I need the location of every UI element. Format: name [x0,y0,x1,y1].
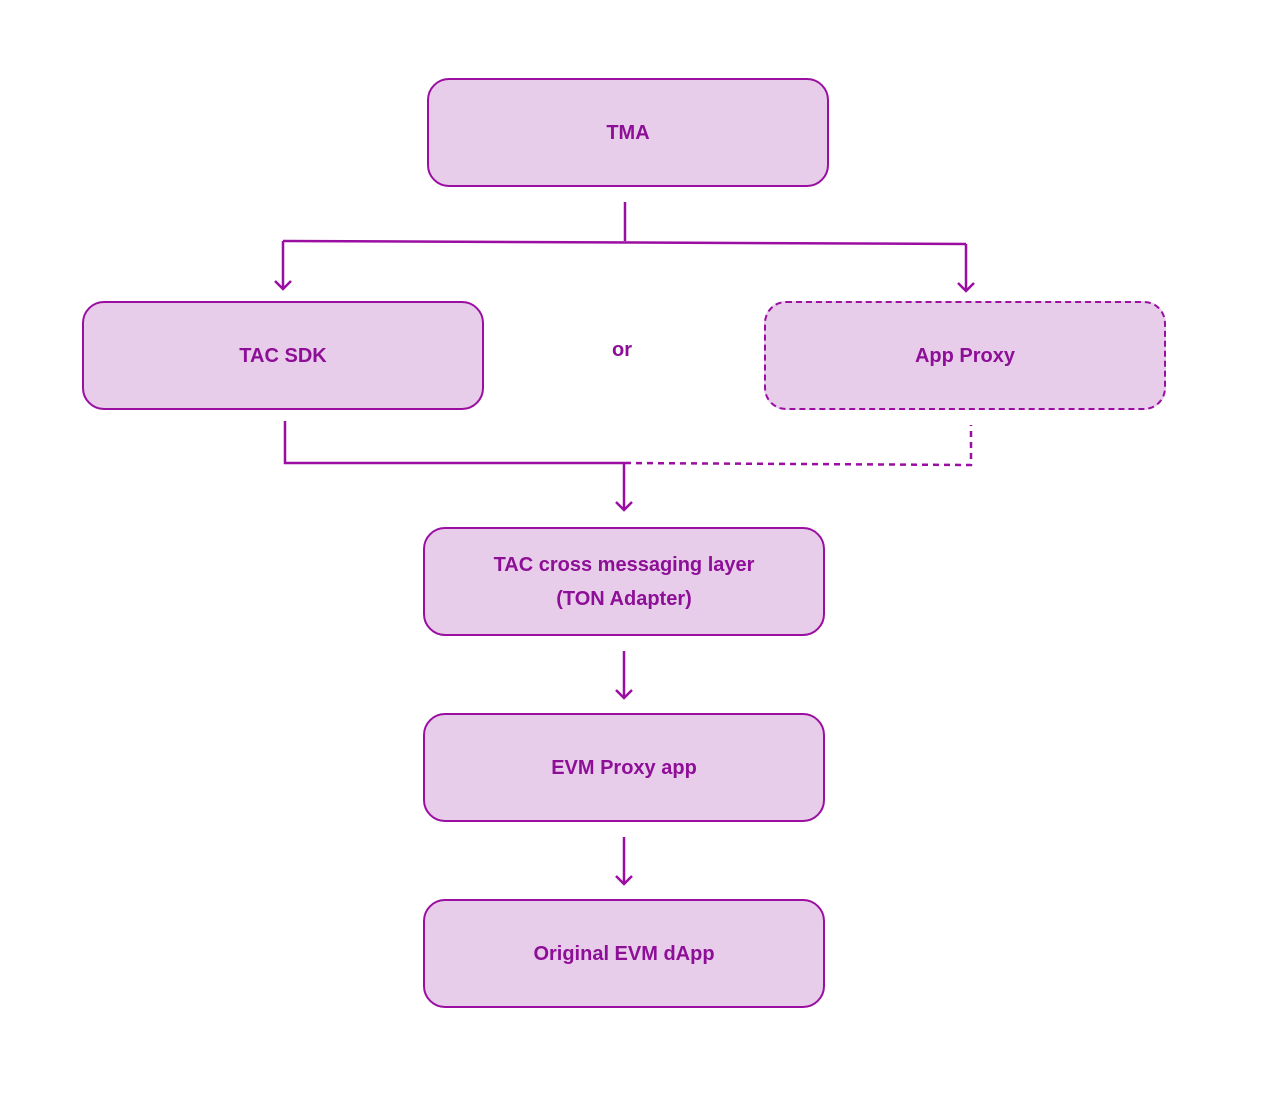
or-label: or [612,339,632,361]
node-label: App Proxy [914,344,1016,367]
connector-proxy-merge-dashed [624,425,973,467]
node-label: EVM Proxy app [551,756,697,779]
node-evm-proxy: EVM Proxy app [423,713,825,822]
node-label: TMA [606,121,650,144]
arrow-to-original-dapp [615,837,633,886]
node-original-dapp: Original EVM dApp [423,899,825,1008]
arrow-to-app-proxy [957,244,975,293]
node-tac-sdk: TAC SDK [82,301,484,410]
connector-branch [282,239,967,246]
arrow-to-tac-sdk [274,241,292,291]
arrow-to-evm-proxy [615,651,633,700]
connector-sdk-merge [283,421,625,465]
node-tma: TMA [427,78,829,187]
node-label: Original EVM dApp [533,942,715,965]
node-cross-messaging-layer: TAC cross messaging layer (TON Adapter) [423,527,825,636]
arrow-to-cross-layer [615,463,633,512]
node-label: TAC SDK [239,344,327,367]
node-app-proxy: App Proxy [764,301,1166,410]
node-sublabel: (TON Adapter) [556,587,692,610]
node-label: TAC cross messaging layer [493,553,755,576]
